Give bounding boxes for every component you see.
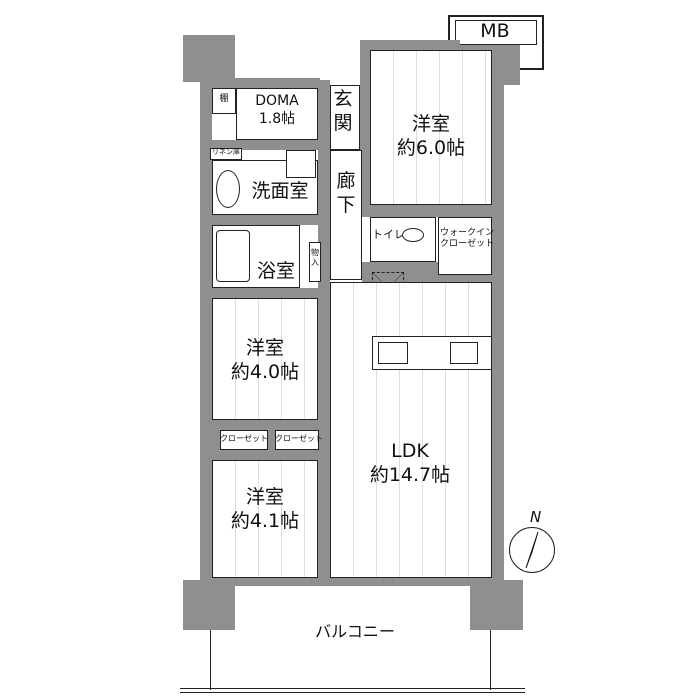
meter-box-label: MB: [480, 20, 510, 42]
washer-pan: [286, 150, 316, 178]
wall: [200, 578, 504, 586]
wall: [210, 140, 330, 150]
linen-label: リネン庫: [212, 148, 240, 156]
closet-2: [275, 430, 319, 450]
washroom-label: 洗面室: [251, 180, 309, 202]
wall: [318, 80, 330, 580]
shelf: [212, 88, 236, 114]
balcony-label: バルコニー: [315, 622, 395, 641]
western-room-4-0-label: 洋室約4.0帖: [212, 337, 318, 385]
linen-storage: [210, 148, 242, 160]
balcony-edge: [490, 630, 491, 690]
kitchen-sink: [378, 342, 408, 364]
room-name: LDK: [391, 440, 429, 462]
walk-in-closet: [438, 217, 492, 275]
stove-icon: [450, 342, 478, 364]
wall: [200, 78, 212, 583]
wic-line1: ウォークイン: [440, 228, 495, 238]
western-room-6: [370, 50, 492, 205]
wall: [362, 205, 494, 217]
hallway: [330, 150, 362, 280]
room-size: 約14.7帖: [369, 463, 451, 486]
western-room-6-label: 洋室約6.0帖: [370, 113, 492, 161]
toilet-label: トイレ: [372, 228, 405, 241]
closet-2-label: クローゼット: [275, 434, 323, 443]
doma-size: 1.8帖: [258, 110, 296, 127]
balcony-rail: [180, 688, 525, 693]
doma: [236, 88, 318, 140]
room-name: 洋室: [245, 337, 284, 359]
room-name: 洋室: [411, 113, 450, 135]
toilet-room: [370, 217, 436, 262]
balcony: [210, 630, 211, 690]
walk-in-closet-label: ウォークインクローゼット: [440, 228, 495, 251]
storage-label: 物入: [311, 248, 319, 267]
closet-1: [220, 430, 268, 450]
room-size: 約4.0帖: [230, 360, 300, 383]
western-room-4-0: [212, 298, 318, 420]
western-room-4-1-label: 洋室約4.1帖: [212, 486, 318, 534]
wall: [492, 80, 504, 583]
hallway-label: 廊下: [336, 170, 356, 216]
closet-1-label: クローゼット: [220, 434, 268, 443]
western-room-4-1: [212, 460, 318, 578]
bathtub: [216, 230, 250, 282]
compass-needle-icon: [525, 531, 539, 569]
compass: [509, 527, 555, 573]
meter-box-inner: [455, 20, 537, 45]
toilet-icon: [402, 228, 424, 242]
doma-name: DOMA: [255, 93, 299, 109]
compass-north-label: N: [530, 508, 542, 526]
genkan-label: 玄関: [333, 88, 353, 134]
genkan: [330, 85, 360, 150]
ldk: [330, 282, 492, 578]
wall: [360, 40, 460, 50]
wall: [200, 78, 320, 88]
wall: [210, 215, 330, 225]
room-name: 洋室: [245, 486, 284, 508]
wall: [470, 580, 523, 630]
room-size: 約4.1帖: [230, 509, 300, 532]
storage: [309, 242, 321, 282]
room-size: 約6.0帖: [396, 136, 466, 159]
sink: [216, 170, 240, 208]
wall: [360, 40, 370, 215]
bathroom-label: 浴室: [256, 260, 295, 282]
wall: [210, 288, 330, 298]
wic-line2: クローゼット: [440, 239, 495, 250]
shelf-label: 棚: [219, 94, 229, 104]
wall: [183, 35, 235, 82]
wall: [183, 580, 235, 630]
